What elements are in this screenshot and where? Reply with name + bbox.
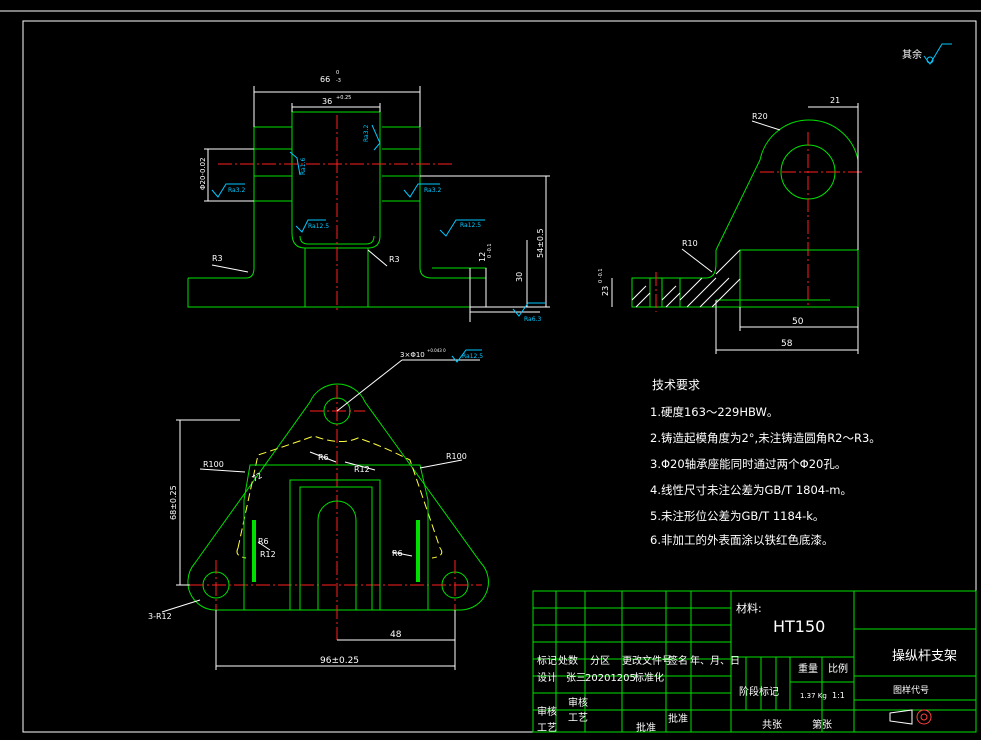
- dim-50-label: 50: [792, 317, 804, 327]
- tech-item-2: 2.铸造起模角度为2°,未注铸造圆角R2～R3。: [650, 431, 881, 445]
- roughness-symbol-icon: [439, 219, 485, 237]
- r3-right-label: R3: [389, 255, 400, 264]
- rough-7: Ra6.3: [524, 316, 541, 323]
- scale-value: 1:1: [832, 691, 845, 700]
- count-label: 处数: [558, 654, 578, 667]
- roughness-note: 其余: [902, 43, 952, 65]
- tech-item-6: 6.非加工的外表面涂以铁红色底漆。: [650, 533, 833, 547]
- process-label-2: 工艺: [568, 712, 588, 724]
- tech-item-1: 1.硬度163～229HBW。: [650, 405, 778, 419]
- r12-top-label: R12: [354, 465, 370, 474]
- dim-66-tol-bot: -3: [336, 78, 341, 84]
- tech-item-4: 4.线性尺寸未注公差为GB/T 1804-m。: [650, 483, 852, 497]
- rough-4: Ra3.2: [363, 125, 370, 142]
- dim-48-label: 48: [390, 630, 402, 640]
- total-sheets: 共张: [762, 719, 782, 731]
- signature-label: 签名: [668, 654, 688, 667]
- dim-66-tol-top: 0: [336, 70, 339, 76]
- part-name: 操纵杆支架: [892, 648, 957, 664]
- r3-left-label: R3: [212, 254, 223, 263]
- mark-label: 标记: [537, 655, 557, 667]
- roughness-symbol-icon: [451, 349, 482, 363]
- roughness-note-text: 其余: [902, 48, 922, 61]
- weight-label: 重量: [798, 662, 818, 675]
- r100-right-label: R100: [446, 452, 467, 461]
- weight-value: 1.37 Kg: [800, 692, 827, 700]
- roughness-symbol-icon: [211, 183, 245, 198]
- title-block: 材料: HT150 操纵杆支架 图样代号 标记 处数 分区 更改文件号 签名 年…: [532, 590, 977, 734]
- dim-21-label: 21: [830, 96, 840, 105]
- dim-96-label: 96±0.25: [320, 656, 359, 666]
- tech-requirements: 技术要求 1.硬度163～229HBW。 2.铸造起模角度为2°,未注铸造圆角R…: [650, 378, 881, 547]
- r100-left-label: R100: [203, 460, 224, 469]
- r20-label: R20: [752, 112, 768, 121]
- standardize-label: 标准化: [634, 671, 664, 684]
- rough-2: Ra3.2: [424, 187, 441, 194]
- bead-left: [252, 520, 256, 582]
- projection-symbol-icon: [889, 709, 932, 725]
- roughness-symbol-icon: [371, 124, 381, 151]
- dim-58-label: 58: [781, 339, 793, 349]
- r12-corner-label: 3-R12: [148, 612, 172, 621]
- drawing-no-label: 图样代号: [893, 684, 929, 696]
- dim-72-label: 72: [251, 471, 264, 484]
- material-value: HT150: [773, 617, 825, 636]
- tech-item-3: 3.Φ20轴承座能同时通过两个Φ20孔。: [650, 457, 846, 471]
- dim-phi20-label: Φ20-0.02: [199, 157, 207, 190]
- r6-top-label: R6: [318, 453, 329, 462]
- roughness-symbol-icon: [512, 302, 546, 317]
- designer-name: 张三: [566, 672, 586, 684]
- dim-68-label: 68±0.25: [169, 485, 178, 520]
- material-label: 材料:: [736, 601, 762, 615]
- approve-label-2: 批准: [668, 712, 688, 725]
- r6-left-label: R6: [258, 537, 269, 546]
- r10-label: R10: [682, 239, 698, 248]
- dim-66-label: 66: [320, 75, 330, 84]
- zone-label: 分区: [590, 655, 610, 667]
- scale-label: 比例: [828, 662, 848, 675]
- tech-requirements-title: 技术要求: [652, 378, 700, 392]
- dim-23-tol: 0 -0.1: [598, 268, 604, 283]
- dim-36-label: 36: [322, 97, 332, 106]
- roughness-symbol-icon: [289, 151, 301, 176]
- holes-rough: Ra12.5: [462, 353, 483, 360]
- check-label-2: 审核: [568, 696, 588, 709]
- bead-right: [416, 520, 420, 582]
- dim-12-label: 12: [478, 252, 487, 262]
- rough-5: Ra12.5: [308, 223, 329, 230]
- dim-36-tol: +0.25: [336, 95, 351, 101]
- section-hatch: [631, 249, 741, 312]
- roughness-symbol-icon: [403, 183, 440, 198]
- top-view: 3×Φ10 +0.043 0 Ra12.5 R100 R100 R6 R12 7…: [148, 348, 489, 670]
- check-label: 审核: [537, 705, 557, 718]
- tech-item-5: 5.未注形位公差为GB/T 1184-k。: [650, 509, 824, 523]
- r12-left-label: R12: [260, 550, 276, 559]
- sheet-number: 第张: [812, 718, 832, 731]
- rough-3: Ra1.6: [300, 158, 307, 175]
- stage-mark-label: 阶段标记: [739, 685, 779, 698]
- r6-right-label: R6: [392, 549, 403, 558]
- dim-12-tol: 0 -0.1: [487, 243, 493, 258]
- rough-6: Ra12.5: [460, 222, 481, 229]
- side-view: 21 R20 R10 23 0 -0.1 50 58: [598, 96, 862, 354]
- dim-23-label: 23: [601, 286, 610, 296]
- main-view: 66 0 -3 36 +0.25 Φ20-0.02 54±0.5 12 0 -0…: [187, 70, 550, 323]
- date-label: 年、月、日: [690, 654, 740, 667]
- change-doc-label: 更改文件号: [622, 654, 672, 667]
- holes-label: 3×Φ10: [400, 351, 425, 359]
- design-label: 设计: [537, 671, 557, 684]
- roughness-symbol-icon: [295, 219, 326, 233]
- dim-30-label: 30: [515, 272, 524, 282]
- process-label: 工艺: [537, 722, 557, 734]
- design-date: 20201205: [585, 673, 636, 684]
- dim-54-label: 54±0.5: [536, 228, 545, 258]
- holes-tol: +0.043 0: [427, 348, 446, 353]
- rough-1: Ra3.2: [228, 187, 245, 194]
- approve-label: 批准: [636, 721, 656, 734]
